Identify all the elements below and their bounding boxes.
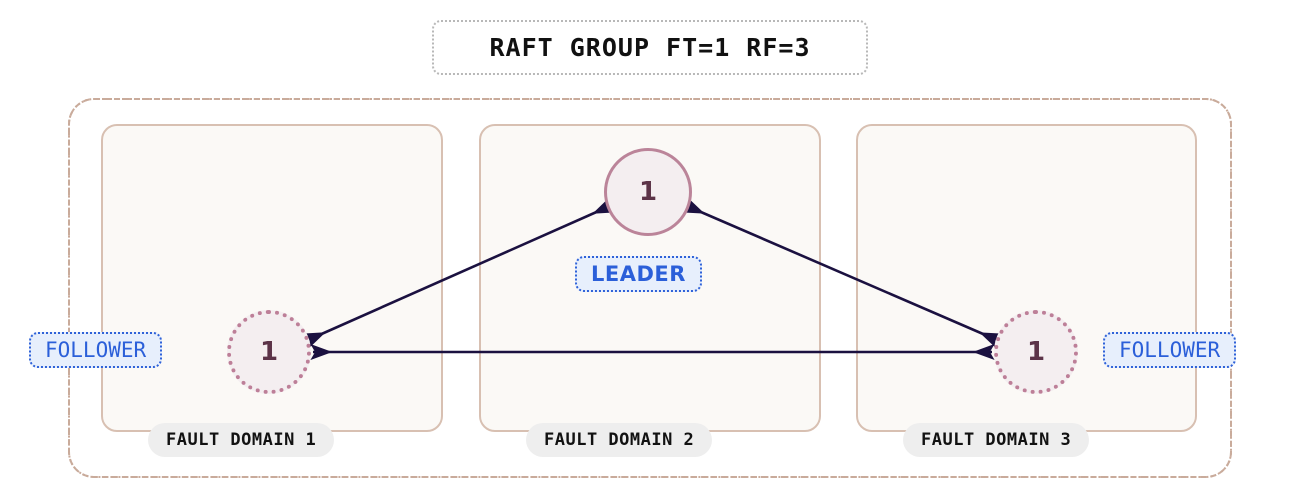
role-badge-follower-1-label: FOLLOWER — [45, 338, 147, 362]
node-leader[interactable]: 1 — [604, 148, 692, 236]
fault-domain-1-label: FAULT DOMAIN 1 — [148, 423, 335, 457]
fault-domain-2-label: FAULT DOMAIN 2 — [526, 423, 713, 457]
fault-domain-1-label-text: FAULT DOMAIN 1 — [166, 430, 317, 450]
role-badge-leader: LEADER — [575, 256, 702, 292]
role-badge-follower-1: FOLLOWER — [29, 332, 163, 368]
fault-domain-3-label: FAULT DOMAIN 3 — [903, 423, 1090, 457]
node-follower-1[interactable]: 1 — [227, 310, 311, 394]
raft-group-container — [68, 98, 1232, 478]
fault-domain-2-label-text: FAULT DOMAIN 2 — [544, 430, 695, 450]
node-follower-2-value: 1 — [1026, 337, 1046, 367]
page-title: RAFT GROUP FT=1 RF=3 — [489, 33, 811, 62]
node-follower-1-value: 1 — [259, 337, 279, 367]
role-badge-follower-2: FOLLOWER — [1103, 332, 1237, 368]
fault-domain-3-label-text: FAULT DOMAIN 3 — [921, 430, 1072, 450]
role-badge-follower-2-label: FOLLOWER — [1119, 338, 1221, 362]
role-badge-leader-label: LEADER — [591, 262, 686, 286]
node-follower-2[interactable]: 1 — [994, 310, 1078, 394]
node-leader-value: 1 — [638, 177, 658, 207]
raft-group-title-badge: RAFT GROUP FT=1 RF=3 — [432, 20, 868, 75]
